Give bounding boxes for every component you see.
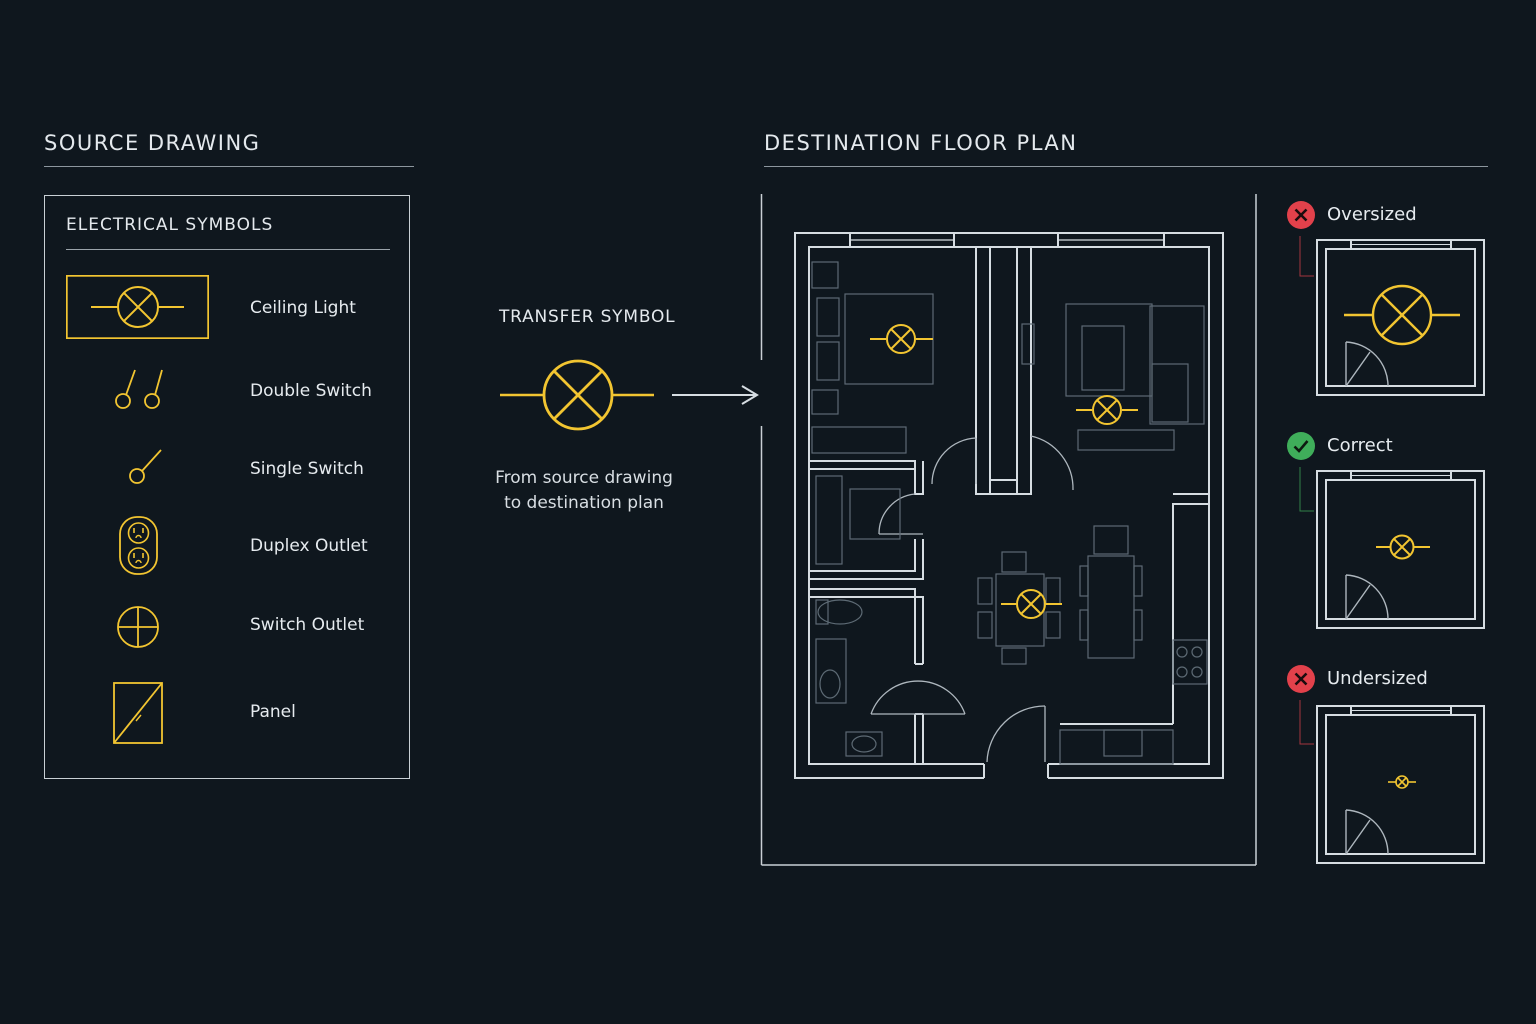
transfer-caption-line1: From source drawing	[495, 468, 673, 488]
example-oversized-thumbnail[interactable]	[1296, 236, 1491, 405]
legend-label-panel: Panel	[250, 702, 296, 722]
arrow-right-icon	[672, 385, 759, 405]
plan-ceiling-light-icon	[870, 324, 1138, 619]
panel-icon	[112, 681, 164, 751]
example-oversized-badge	[1286, 200, 1316, 234]
single-switch-icon	[123, 444, 173, 493]
legend-label-duplex-outlet: Duplex Outlet	[250, 536, 368, 556]
transfer-ceiling-light-icon	[500, 359, 759, 431]
legend-label-single-switch: Single Switch	[250, 459, 364, 479]
destination-title: DESTINATION FLOOR PLAN	[764, 131, 1078, 155]
double-switch-icon	[107, 364, 167, 418]
floor-plan[interactable]	[760, 194, 1260, 872]
example-correct-thumbnail[interactable]	[1296, 467, 1491, 636]
duplex-outlet-icon	[117, 514, 161, 582]
switch-outlet-icon	[115, 604, 163, 656]
error-x-icon	[1287, 201, 1315, 229]
ceiling-light-icon	[65, 274, 210, 340]
transfer-caption-line2: to destination plan	[504, 493, 664, 513]
check-icon	[1287, 432, 1315, 460]
transfer-symbol[interactable]	[498, 355, 768, 439]
legend-label-double-switch: Double Switch	[250, 381, 372, 401]
example-undersized-badge	[1286, 664, 1316, 698]
example-correct-badge	[1286, 431, 1316, 465]
legend-label-switch-outlet: Switch Outlet	[250, 615, 365, 635]
floor-plan-drawing	[760, 194, 1257, 866]
legend-label-ceiling-light: Ceiling Light	[250, 298, 356, 318]
legend-panel: ELECTRICAL SYMBOLS Ceiling Light Double …	[44, 195, 410, 779]
example-oversized-label: Oversized	[1327, 204, 1417, 225]
transfer-caption: From source drawing to destination plan	[484, 466, 684, 516]
legend-item-ceiling-light[interactable]	[65, 274, 210, 340]
destination-title-rule	[764, 166, 1488, 167]
source-title: SOURCE DRAWING	[44, 131, 261, 155]
legend-title-rule	[66, 249, 390, 250]
example-undersized-thumbnail[interactable]	[1296, 700, 1491, 872]
source-title-rule	[44, 166, 414, 167]
transfer-title: TRANSFER SYMBOL	[499, 307, 676, 327]
example-undersized-label: Undersized	[1327, 668, 1428, 689]
example-correct-label: Correct	[1327, 435, 1393, 456]
legend-title: ELECTRICAL SYMBOLS	[66, 215, 274, 235]
error-x-icon	[1287, 665, 1315, 693]
